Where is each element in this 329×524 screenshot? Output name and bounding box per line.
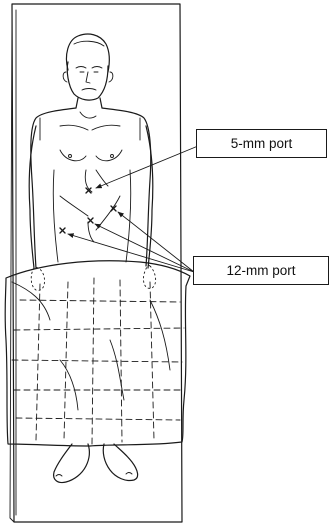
leader-arrows [68, 146, 198, 272]
patient-head [63, 34, 113, 100]
arrow-12mm-left [68, 234, 194, 272]
label-12mm-port: 12-mm port [193, 256, 329, 285]
port-mark-12mm-umbilical [88, 218, 93, 223]
arrow-12mm-right [118, 212, 194, 272]
label-5mm-port: 5-mm port [196, 129, 327, 158]
port-mark-12mm-left [60, 228, 65, 233]
arrow-12mm-umbilical [95, 224, 194, 272]
arrow-5mm-port [96, 146, 198, 188]
surgical-drape [5, 261, 190, 446]
patient-feet [54, 444, 138, 483]
